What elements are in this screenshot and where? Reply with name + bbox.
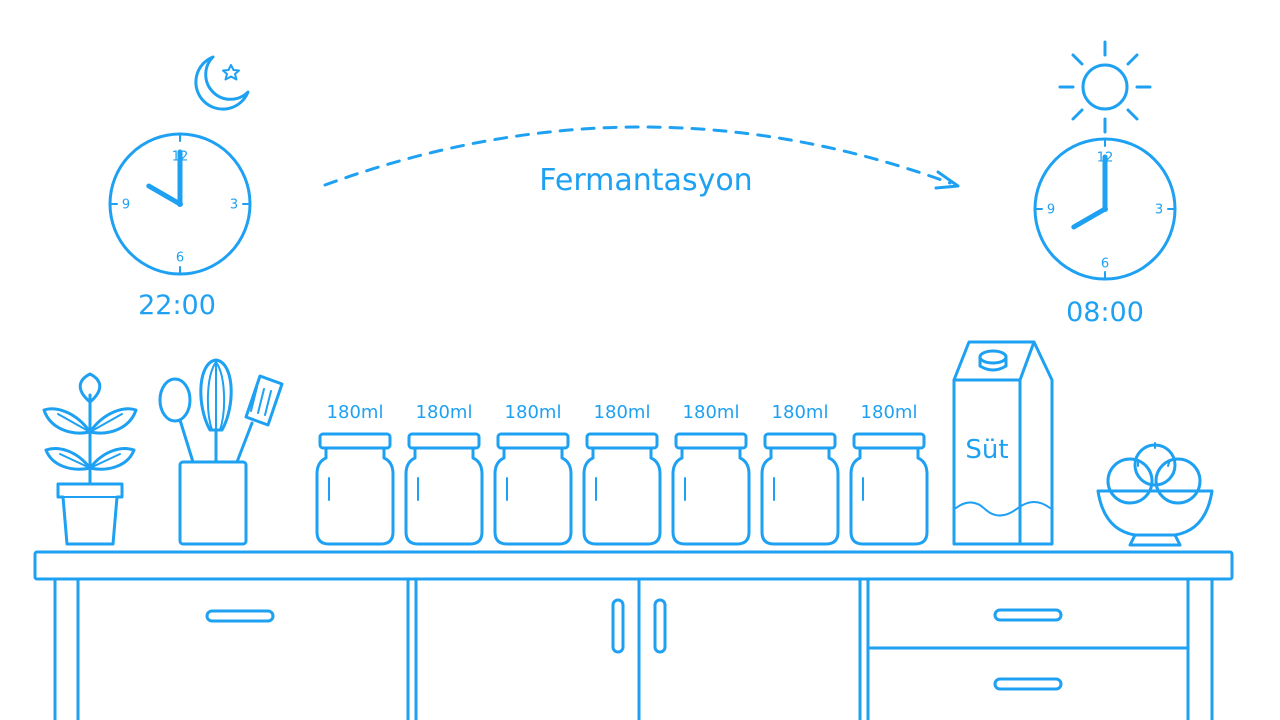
drawer-handle [993, 608, 1063, 622]
hour-hand [1071, 206, 1108, 230]
drawer-handle [205, 609, 275, 623]
jar-volume-label: 180ml [772, 402, 829, 423]
jar: 180ml [671, 402, 751, 546]
jar: 180ml [404, 402, 484, 546]
moon-star-icon [194, 55, 250, 111]
plant-icon [42, 372, 138, 546]
jar-volume-label: 180ml [416, 402, 473, 423]
start-clock: 12 3 6 9 [108, 132, 252, 276]
start-time-label: 22:00 [138, 290, 216, 321]
jar: 180ml [849, 402, 929, 546]
door-handle [611, 598, 625, 654]
jar-volume-label: 180ml [861, 402, 918, 423]
jar-row: 180ml 180ml 180ml 180ml 180ml [315, 402, 929, 546]
fruit-bowl-icon [1096, 442, 1214, 547]
clock-numeral: 9 [122, 198, 130, 213]
jar-volume-label: 180ml [683, 402, 740, 423]
process-label: Fermantasyon [539, 163, 752, 198]
jar-volume-label: 180ml [594, 402, 651, 423]
end-time-label: 08:00 [1066, 297, 1144, 328]
hour-hand [146, 183, 183, 207]
jar: 180ml [760, 402, 840, 546]
jar-volume-label: 180ml [505, 402, 562, 423]
clock-numeral: 9 [1047, 203, 1055, 218]
clock-numeral: 3 [230, 198, 238, 213]
milk-carton-icon: Süt [952, 340, 1054, 546]
milk-label: Süt [965, 435, 1008, 465]
end-clock: 12 3 6 9 [1033, 137, 1177, 281]
clock-numeral: 6 [1101, 257, 1109, 272]
kitchen-counter [33, 550, 1234, 720]
door-handle [653, 598, 667, 654]
jar: 180ml [493, 402, 573, 546]
fermentation-arrow [323, 125, 960, 190]
jar: 180ml [315, 402, 395, 546]
clock-numeral: 3 [1155, 203, 1163, 218]
drawer-handle [993, 677, 1063, 691]
jar-volume-label: 180ml [327, 402, 384, 423]
jar: 180ml [582, 402, 662, 546]
sun-icon [1058, 40, 1152, 134]
utensil-holder-icon [158, 358, 284, 546]
clock-numeral: 6 [176, 251, 184, 266]
